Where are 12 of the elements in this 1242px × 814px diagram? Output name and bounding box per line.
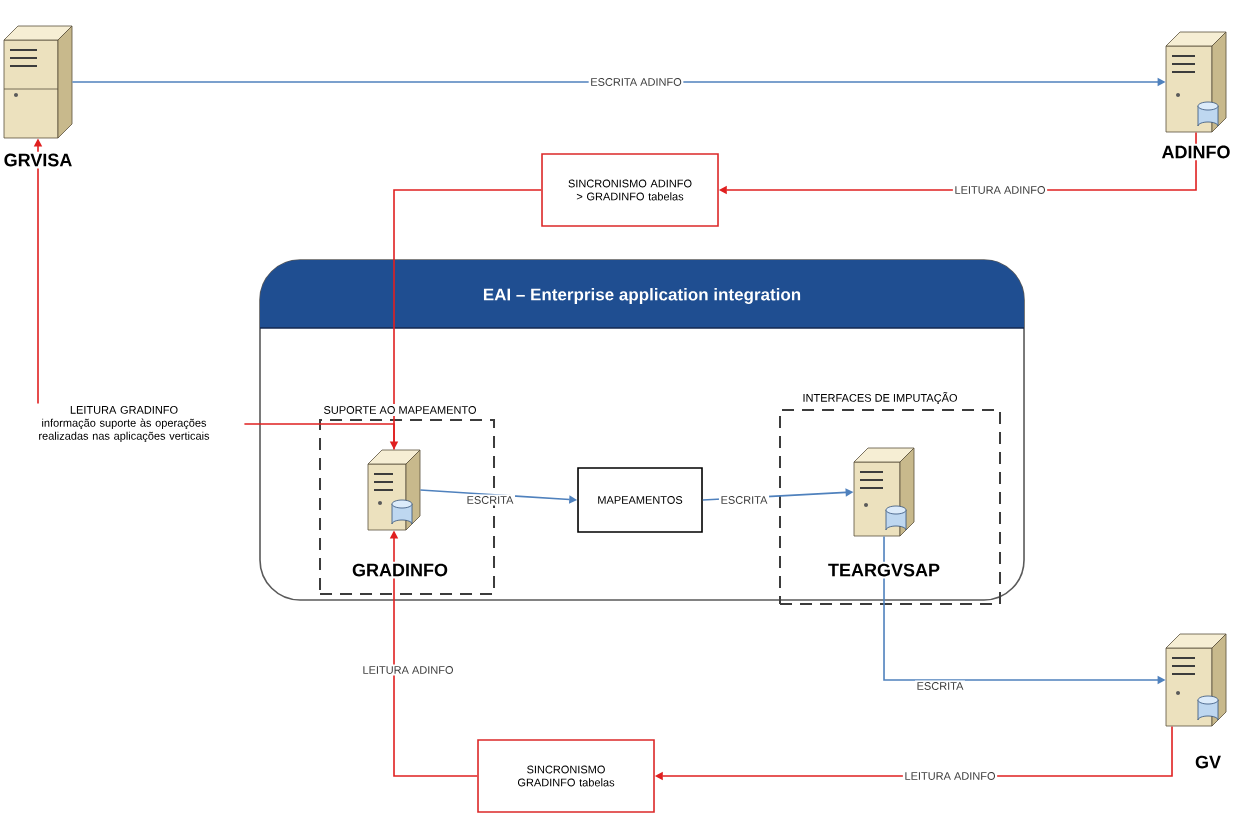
dashed-group <box>779 409 1001 605</box>
server-drawing <box>367 449 421 531</box>
server-drawing <box>1165 633 1227 727</box>
server-drawing <box>1165 31 1227 133</box>
server-drawing <box>853 447 915 537</box>
panel-title: EAI – Enterprise application integration <box>483 288 801 304</box>
server-label: ADINFO <box>1159 143 1233 161</box>
server-label: TEARGVSAP <box>826 561 942 579</box>
server-label: GRADINFO <box>350 561 450 579</box>
server-label: GV <box>1193 753 1223 771</box>
server-label: GRVISA <box>1 151 75 169</box>
server-drawing <box>3 25 73 139</box>
